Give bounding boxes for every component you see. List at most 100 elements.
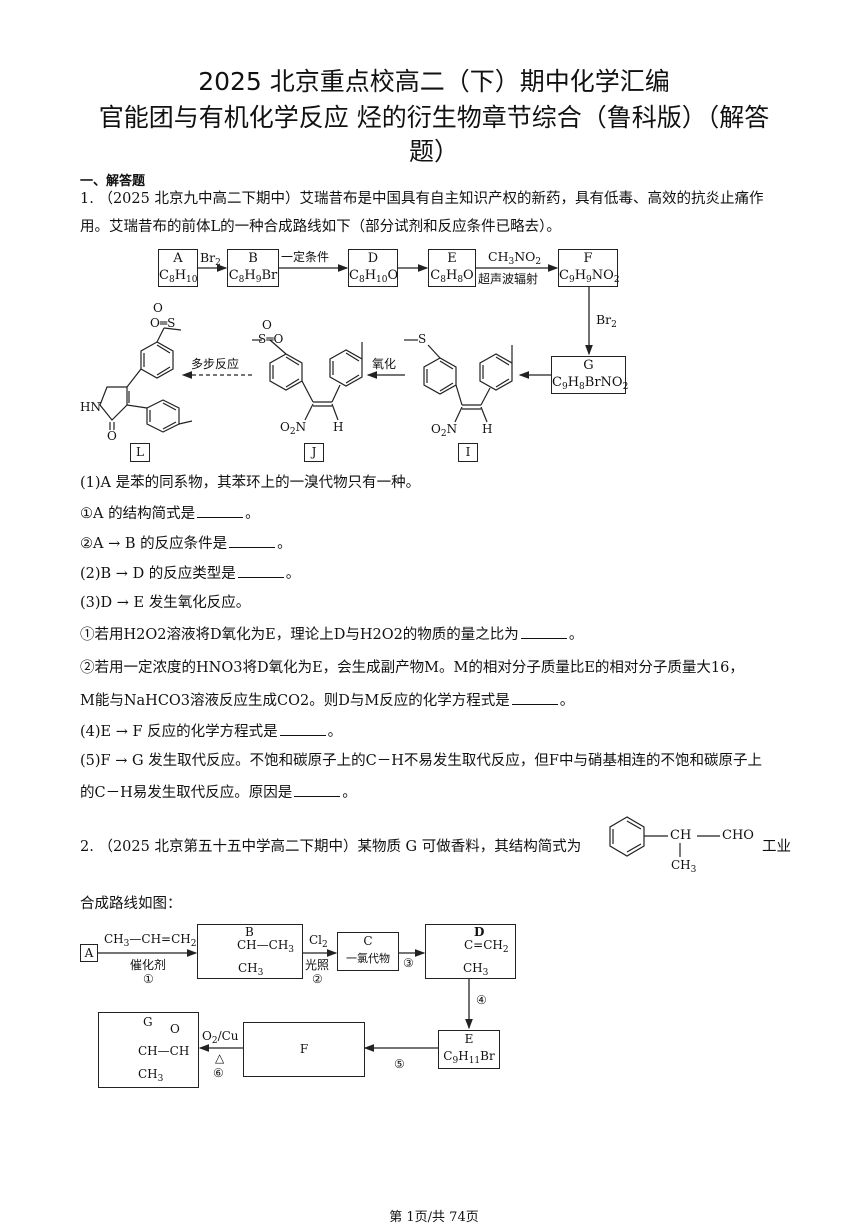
compound-id: A xyxy=(173,251,183,266)
compound-formula: C8H10 xyxy=(159,268,198,285)
reagent-o2-cu: O2/Cu xyxy=(202,1029,239,1046)
c-label: C xyxy=(363,934,373,948)
g-ch: CH xyxy=(670,828,692,843)
compound-box-A: A C8H10 xyxy=(158,249,198,287)
compound-formula: C8H8O xyxy=(430,268,474,285)
q1-sub2: (2)B → D 的反应类型是。 xyxy=(80,563,300,584)
page-footer: 第 1页/共 74页 xyxy=(389,1210,479,1225)
compound-box-D: D C8H10O xyxy=(348,249,398,287)
compound-box-B: B C8H9Br xyxy=(227,249,279,287)
q1-sub3: (3)D → E 发生氧化反应。 xyxy=(80,595,251,611)
atom-hn: HN xyxy=(80,400,101,414)
e-label: E xyxy=(464,1032,474,1046)
compound-box-F2: F xyxy=(243,1022,365,1077)
compound-box-A2: A xyxy=(80,944,98,962)
label-box-I: I xyxy=(458,443,478,462)
d-text: C=CH2 xyxy=(464,938,509,955)
b-label: B xyxy=(245,925,254,939)
q1-sub3-b-line2: M能与NaHCO3溶液反应生成CO2。则D与M反应的化学方程式是 。 xyxy=(80,690,574,711)
atom-h-I: H xyxy=(482,422,493,436)
compound-formula: C9H8BrNO2 xyxy=(552,375,629,392)
q1-sub1-a: ①A 的结构简式是 。 xyxy=(80,503,260,524)
structure-G-inline xyxy=(609,816,720,857)
condition-multistep: 多步反应 xyxy=(191,357,240,371)
q1-sub4: (4)E → F 反应的化学方程式是 。 xyxy=(80,721,342,742)
answer-blank[interactable] xyxy=(197,503,244,518)
q2-intro-prefix: 2. （2025 北京第五十五中学高二下期中）某物质 G 可做香料，其结构简式为 xyxy=(80,839,582,855)
d-label: D xyxy=(474,925,485,939)
compound-box-E2: E C9H11Br xyxy=(438,1030,500,1069)
sulfone-L: O xyxy=(153,301,163,315)
period: 。 xyxy=(245,506,260,522)
atom-o2n-I: O2N xyxy=(431,422,458,439)
structure-L xyxy=(99,327,193,433)
q1-sub5-line2: 的C－H易发生取代反应。原因是。 xyxy=(80,782,357,803)
label-box-J: J xyxy=(304,443,324,462)
q1-sub1-a-text: ①A 的结构简式是 xyxy=(80,506,196,522)
answer-blank[interactable] xyxy=(294,782,341,797)
q1-sub3-b-text: M能与NaHCO3溶液反应生成CO2。则D与M反应的化学方程式是 xyxy=(80,693,510,709)
reagent-ch3no2: CH3NO2 xyxy=(488,249,542,267)
q1-sub1-b-text: ②A → B 的反应条件是 xyxy=(80,536,228,552)
document-title-line-2: 官能团与有机化学反应 烃的衍生物章节综合（鲁科版）（解答 xyxy=(98,103,770,132)
answer-blank[interactable] xyxy=(279,721,326,736)
compound-formula: C9H9NO2 xyxy=(559,268,620,285)
reagent-propene: CH3—CH=CH2 xyxy=(104,932,197,949)
section-heading: 一、解答题 xyxy=(80,174,146,189)
q1-sub1: (1)A 是苯的同系物，其苯环上的一溴代物只有一种。 xyxy=(80,475,421,491)
answer-blank[interactable] xyxy=(520,624,567,639)
b-text: CH—CH3 xyxy=(237,938,295,955)
q1-sub5-line1: (5)F → G 发生取代反应。不饱和碳原子上的C－H不易发生取代反应，但F中与… xyxy=(80,753,762,769)
compound-box-E: E C8H8O xyxy=(428,249,476,287)
atom-o-L: O xyxy=(107,429,117,443)
compound-id: F xyxy=(583,251,593,266)
answer-blank[interactable] xyxy=(229,533,276,548)
q2-intro-suffix: 工业 xyxy=(762,839,791,855)
period: 。 xyxy=(559,693,575,709)
c-text: 一氯代物 xyxy=(346,952,390,965)
q1-sub3-b-line1: ②若用一定浓度的HNO3将D氧化为E，会生成副产物M。M的相对分子质量比E的相对… xyxy=(80,660,744,676)
step-4: ④ xyxy=(476,993,487,1007)
answer-blank[interactable] xyxy=(511,690,558,705)
compound-id: G xyxy=(583,358,594,373)
condition-heat: △ xyxy=(215,1051,225,1065)
g-text: CH—CH xyxy=(138,1044,190,1058)
q1-sub4-text: (4)E → F 反应的化学方程式是 xyxy=(80,724,278,740)
g-sub: CH3 xyxy=(138,1067,164,1084)
compound-formula: C8H9Br xyxy=(228,268,278,285)
compound-box-G: G C9H8BrNO2 xyxy=(551,356,629,394)
atom-s-I: S xyxy=(418,332,427,346)
step-3: ③ xyxy=(403,956,414,970)
q1-intro-line-2: 用。艾瑞昔布的前体L的一种合成路线如下（部分试剂和反应条件已略去）。 xyxy=(80,219,561,235)
b-sub: CH3 xyxy=(238,961,264,978)
condition-b-d: 一定条件 xyxy=(281,250,330,264)
q1-intro-line-1: 1. （2025 北京九中高二下期中）艾瑞昔布是中国具有自主知识产权的新药，具有… xyxy=(80,191,764,207)
step-6: ⑥ xyxy=(213,1066,224,1080)
compound-box-B2 xyxy=(197,924,303,979)
sulfone-L-2: O═S xyxy=(150,316,176,330)
e-formula: C9H11Br xyxy=(443,1049,495,1066)
condition-ultrasound: 超声波辐射 xyxy=(478,272,539,286)
g-label: G xyxy=(143,1015,153,1029)
label-box-L: L xyxy=(130,443,150,462)
d-sub: CH3 xyxy=(463,961,489,978)
q1-sub3-a-text: ①若用H2O2溶液将D氧化为E，理论上D与H2O2的物质的量之比为 xyxy=(80,627,519,643)
condition-light: 光照 xyxy=(305,958,330,972)
q1-sub3-a: ①若用H2O2溶液将D氧化为E，理论上D与H2O2的物质的量之比为。 xyxy=(80,624,583,645)
compound-box-C2: C 一氯代物 xyxy=(337,932,399,971)
compound-id: E xyxy=(447,251,457,266)
document-title-line-3: 题） xyxy=(408,137,459,166)
q2-intro-line2: 合成路线如图： xyxy=(80,896,182,912)
q1-sub1-b: ②A → B 的反应条件是。 xyxy=(80,533,292,554)
period: 。 xyxy=(327,724,343,740)
compound-id: D xyxy=(367,251,379,266)
answer-blank[interactable] xyxy=(237,563,284,578)
reagent-br2-a-b: Br2 xyxy=(200,250,221,268)
compound-box-G2 xyxy=(98,1012,199,1088)
period: 。 xyxy=(342,785,357,801)
compound-box-F: F C9H9NO2 xyxy=(558,249,620,287)
condition-catalyst: 催化剂 xyxy=(130,958,167,972)
sulfone-J: O xyxy=(262,318,272,332)
step-5: ⑤ xyxy=(394,1057,405,1071)
